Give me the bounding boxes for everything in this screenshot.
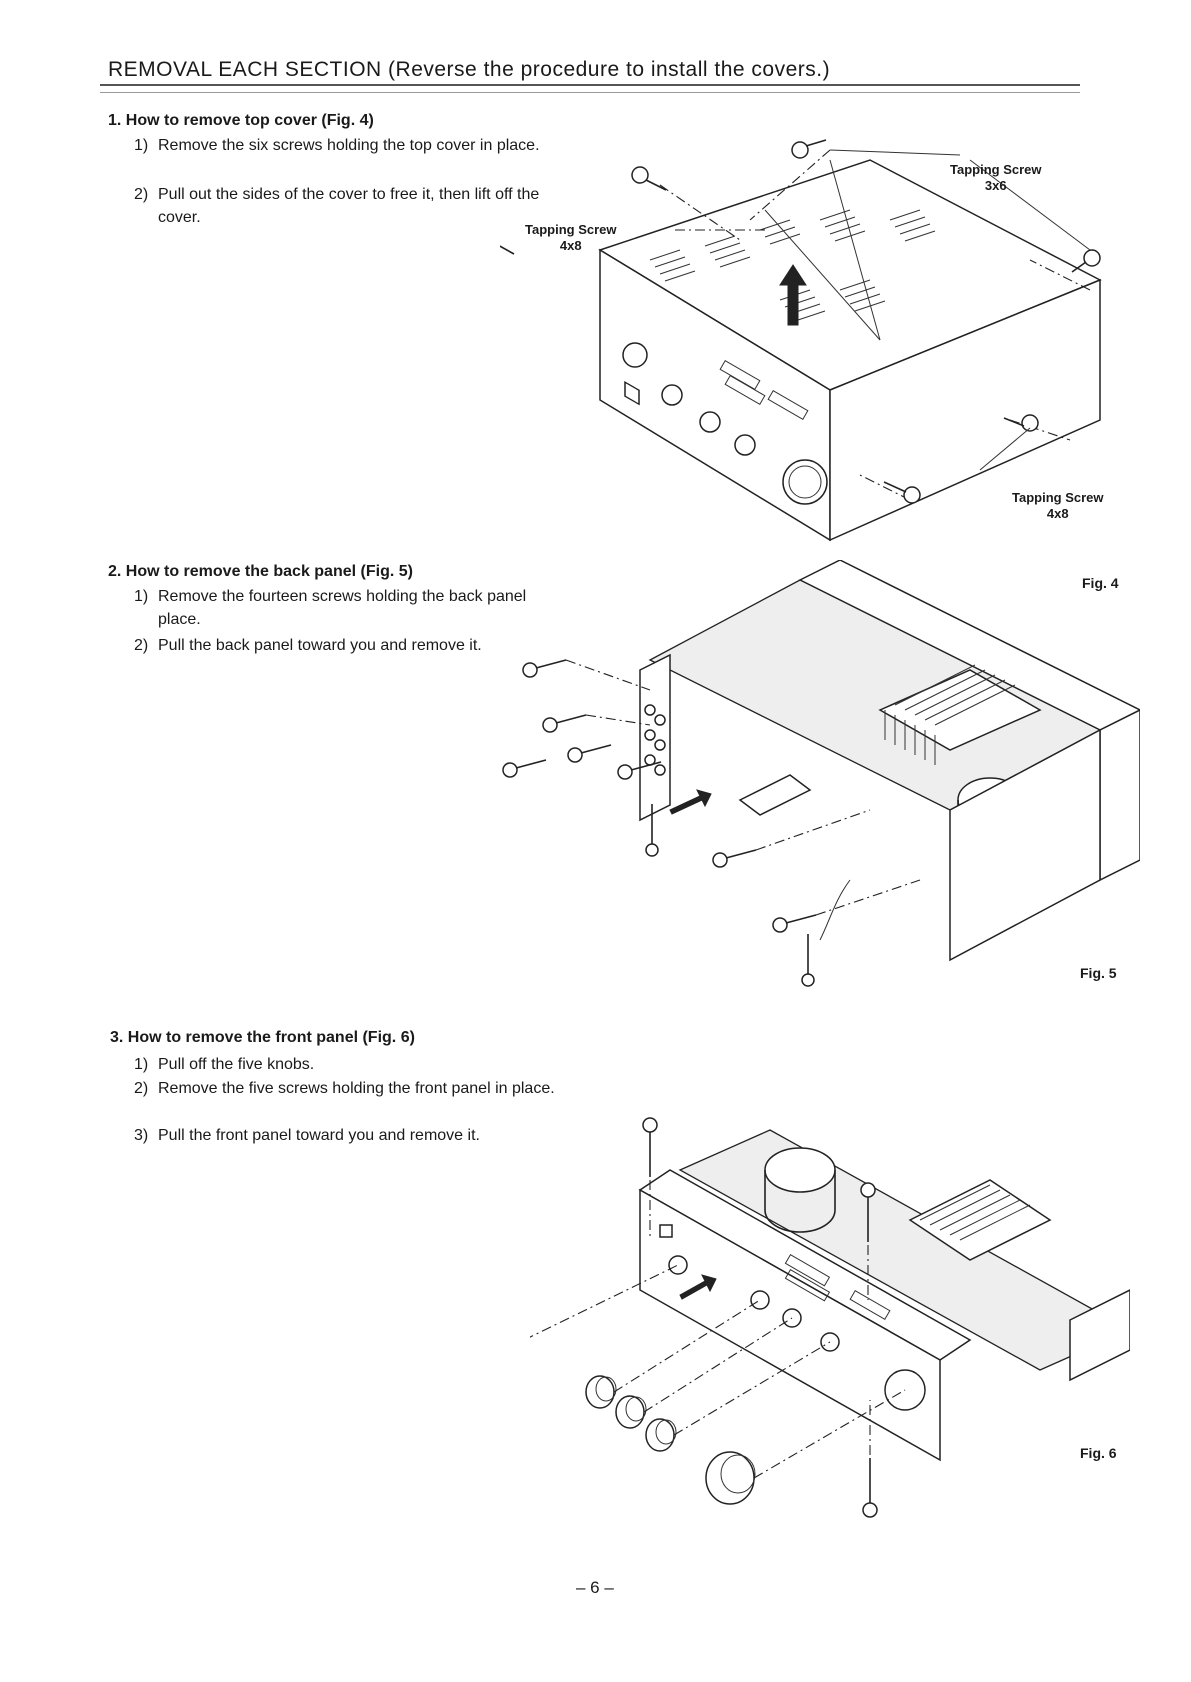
step-text: Pull off the five knobs. [158, 1056, 315, 1073]
step-text: Pull the back panel toward you and remov… [158, 637, 482, 654]
pull-arrow-icon [669, 789, 712, 815]
knob-icon [705, 1451, 756, 1505]
screw-icon [617, 761, 662, 780]
figure-6-front-panel [530, 1100, 1130, 1540]
screw-icon [567, 744, 612, 763]
screw-icon [772, 914, 817, 933]
step-text: Pull out the sides of the cover to free … [158, 186, 540, 226]
heatsink-fins [884, 664, 1016, 765]
heatsink [878, 669, 1042, 751]
lift-arrow-icon [779, 264, 807, 326]
screw-icon [631, 166, 667, 191]
title-underline-secondary [100, 92, 1080, 93]
callout-size: 3x6 [984, 178, 1007, 193]
screw-icon [642, 1117, 658, 1177]
step-number: 3) [134, 1127, 149, 1144]
power-switch [624, 380, 640, 406]
knob-icon [645, 1418, 677, 1452]
step-text: Pull the front panel toward you and remo… [158, 1127, 480, 1144]
page-number: – 6 – [576, 1578, 614, 1597]
front-knob [699, 411, 721, 433]
screw-icon [1003, 414, 1039, 432]
screw-icon [860, 1182, 876, 1242]
step-text: Remove the fourteen screws holding the b… [158, 588, 527, 628]
screw-icon [542, 714, 587, 733]
figure-5-back-panel [500, 560, 1140, 1000]
callout-tapping-screw-4x8-top: Tapping Screw 4x8 [525, 222, 617, 254]
callout-name: Tapping Screw [1012, 490, 1104, 505]
figure-4-drawing [500, 139, 1102, 542]
figure-5-drawing [502, 560, 1140, 987]
step-number: 1) [134, 588, 149, 605]
front-knob [661, 384, 683, 406]
rca-terminals [644, 704, 666, 776]
screw-icon [883, 481, 921, 504]
callout-size: 4x8 [559, 238, 582, 253]
pull-arrow-icon [679, 1274, 717, 1300]
screw-icon [862, 1458, 878, 1518]
front-knob [622, 342, 648, 368]
cover-side-face [829, 278, 1101, 542]
screw-icon [502, 759, 547, 778]
knob-icon [615, 1395, 647, 1429]
knob-shaft-hole [668, 1255, 688, 1275]
section-heading-top-cover: 1. How to remove top cover (Fig. 4) [108, 112, 374, 129]
front-panel-face [1099, 709, 1140, 882]
figure-4-label: Fig. 4 [1082, 575, 1119, 591]
step-number: 1) [134, 1056, 149, 1073]
callout-size: 4x8 [1046, 506, 1069, 521]
section-heading-back-panel: 2. How to remove the back panel (Fig. 5) [108, 563, 413, 580]
step-text: Remove the six screws holding the top co… [158, 137, 540, 154]
screw-icon [500, 245, 515, 255]
chassis-side-panel [949, 728, 1101, 962]
step-number: 2) [134, 186, 149, 203]
volume-knob [782, 459, 828, 505]
callout-name: Tapping Screw [525, 222, 617, 237]
screw-icon [801, 934, 815, 987]
section-heading-front-panel: 3. How to remove the front panel (Fig. 6… [110, 1029, 415, 1046]
callout-tapping-screw-4x8-bottom: Tapping Screw 4x8 [1012, 490, 1104, 522]
step-number: 2) [134, 1080, 149, 1097]
screw-icon [645, 804, 659, 857]
screw-icon [1071, 249, 1101, 273]
step-number: 1) [134, 137, 149, 154]
side-rail [1069, 1289, 1130, 1382]
step-number: 2) [134, 637, 149, 654]
callout-tapping-screw-3x6: Tapping Screw 3x6 [950, 162, 1042, 194]
figure-6-label: Fig. 6 [1080, 1445, 1117, 1461]
front-knob [734, 434, 756, 456]
power-switch [659, 1224, 673, 1238]
step-text: Remove the five screws holding the front… [158, 1080, 555, 1097]
speaker-terminal-block [738, 774, 812, 816]
figure-4-top-cover [500, 130, 1140, 550]
knob-shaft-hole [750, 1290, 770, 1310]
power-transformer [764, 1147, 836, 1193]
knob-icon [585, 1375, 617, 1409]
page-title: REMOVAL EACH SECTION (Reverse the proced… [108, 58, 831, 81]
figure-5-label: Fig. 5 [1080, 965, 1117, 981]
title-underline [100, 84, 1080, 86]
heatsink-fins [919, 1184, 1031, 1241]
screw-icon [712, 849, 757, 868]
screw-icon [522, 659, 567, 678]
callout-name: Tapping Screw [950, 162, 1042, 177]
screw-icon [791, 139, 827, 159]
figure-6-drawing [530, 1117, 1130, 1518]
